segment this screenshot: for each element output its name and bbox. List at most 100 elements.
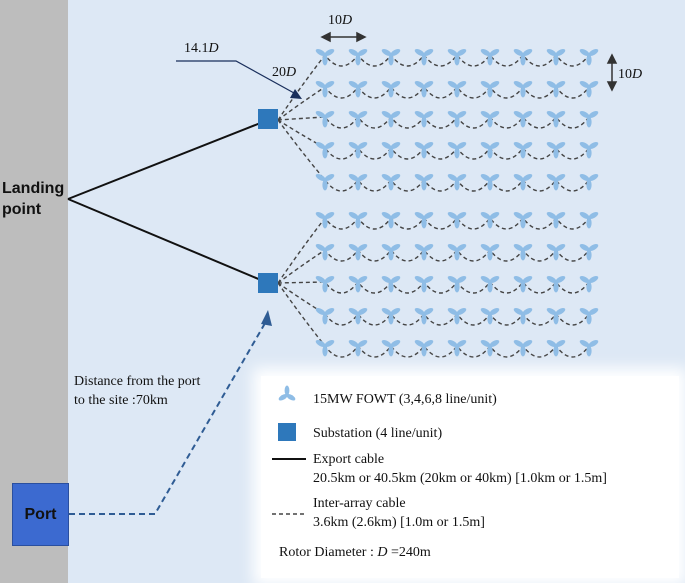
inter-array-cable-block2-row5	[277, 282, 590, 358]
port-route-line	[69, 317, 269, 515]
legend-inter-array-line-icon	[272, 513, 306, 515]
label-20d: 20D	[272, 65, 296, 81]
legend-rotor-diameter: Rotor Diameter : D =240m	[279, 544, 431, 561]
label-14-1d-value: 14.1	[184, 41, 209, 56]
three-blade-turbine-icon	[278, 385, 296, 401]
turbine-icon	[480, 243, 500, 261]
legend: 15MW FOWT (3,4,6,8 line/unit) Substation…	[261, 376, 679, 578]
turbine-icon	[579, 275, 599, 293]
turbine-icon	[480, 173, 500, 191]
turbine-icon	[348, 173, 368, 191]
inter-array-cable-block1-row2	[277, 85, 590, 121]
export-cable-lower	[67, 198, 269, 284]
turbine-icon	[579, 110, 599, 128]
dimension-10d-horizontal	[320, 31, 367, 43]
legend-inter-array-title: Inter-array cable	[313, 496, 406, 511]
substation-lower	[258, 273, 278, 293]
legend-inter-array-detail: 3.6km (2.6km) [1.0m or 1.5m]	[313, 515, 485, 530]
turbine-icon	[315, 173, 335, 191]
legend-fowt-label: 15MW FOWT (3,4,6,8 line/unit)	[313, 392, 497, 407]
turbine-icon	[381, 80, 401, 98]
label-10d-horizontal: 10D	[328, 13, 352, 29]
rotor-diameter-value: =240m	[387, 545, 431, 560]
turbine-icon	[447, 211, 467, 229]
turbine-icon	[546, 80, 566, 98]
dim-10d-v-arrow-top	[606, 53, 618, 64]
turbine-icon	[447, 339, 467, 357]
turbine-icon	[513, 48, 533, 66]
turbine-icon	[381, 48, 401, 66]
turbine-icon	[447, 80, 467, 98]
turbine-icon	[579, 243, 599, 261]
turbine-icon	[579, 80, 599, 98]
legend-substation-label: Substation (4 line/unit)	[313, 426, 443, 441]
turbine-icon	[513, 243, 533, 261]
turbine-icon	[315, 141, 335, 159]
turbine-icon	[348, 80, 368, 98]
leader-arrowhead	[290, 89, 302, 99]
turbine-icon	[414, 243, 434, 261]
inter-array-cable-block2-row1	[277, 216, 590, 284]
dim-10d-v-arrow-bottom	[606, 81, 618, 92]
label-10d-h-unit: D	[342, 13, 353, 28]
turbine-icon	[315, 243, 335, 261]
turbine-icon	[414, 173, 434, 191]
turbine-icon	[546, 110, 566, 128]
turbine-icon	[447, 275, 467, 293]
turbine-icon	[480, 211, 500, 229]
turbine-icon	[513, 211, 533, 229]
turbine-icon	[381, 173, 401, 191]
landing-point-line1: Landing	[2, 180, 65, 197]
dimension-14-1d-leader	[176, 60, 302, 99]
turbine-icon	[414, 141, 434, 159]
turbine-icon	[579, 173, 599, 191]
turbine-icon	[579, 48, 599, 66]
legend-export-title: Export cable	[313, 452, 385, 467]
turbine-icon	[381, 141, 401, 159]
inter-array-cable-block1-row4	[277, 119, 590, 160]
label-10d-v-value: 10	[618, 67, 632, 82]
turbine-icon	[381, 307, 401, 325]
turbine-icon	[315, 275, 335, 293]
label-14-1d: 14.1D	[184, 41, 219, 57]
turbine-icon	[447, 48, 467, 66]
distance-line1: Distance from the port	[74, 374, 201, 389]
landing-point-label: Landing point	[2, 178, 64, 220]
turbine-icon	[447, 173, 467, 191]
turbine-icon	[414, 307, 434, 325]
turbine-icon	[546, 339, 566, 357]
turbine-icon	[480, 307, 500, 325]
substation-upper	[258, 109, 278, 129]
port-label: Port	[24, 505, 57, 523]
turbine-icon	[579, 211, 599, 229]
label-10d-v-unit: D	[632, 67, 643, 82]
turbine-icon	[348, 211, 368, 229]
turbine-icon	[546, 243, 566, 261]
turbine-icon	[480, 48, 500, 66]
turbine-icon	[480, 80, 500, 98]
turbine-icon	[315, 211, 335, 229]
landing-point-line2: point	[2, 201, 42, 218]
inter-array-cable-block2-row4	[277, 282, 590, 326]
label-10d-h-value: 10	[328, 13, 342, 28]
inter-array-cable-block1-row5	[277, 119, 590, 192]
turbine-icon	[546, 211, 566, 229]
turbine-icon	[579, 141, 599, 159]
inter-array-cables	[277, 53, 590, 358]
turbine-icon	[513, 275, 533, 293]
turbine-icon	[513, 307, 533, 325]
turbine-icon	[447, 141, 467, 159]
turbine-icon	[414, 80, 434, 98]
turbine-icon	[414, 110, 434, 128]
legend-turbine-icon	[278, 385, 296, 401]
legend-export-detail: 20.5km or 40.5km (20km or 40km) [1.0km o…	[313, 471, 607, 486]
label-20d-unit: D	[286, 65, 297, 80]
turbine-icon	[414, 339, 434, 357]
turbine-icon	[546, 307, 566, 325]
turbine-icon	[414, 211, 434, 229]
port-box: Port	[12, 483, 69, 546]
label-20d-value: 20	[272, 65, 286, 80]
turbine-icon	[579, 339, 599, 357]
turbine-icon	[480, 275, 500, 293]
turbine-icon	[315, 48, 335, 66]
